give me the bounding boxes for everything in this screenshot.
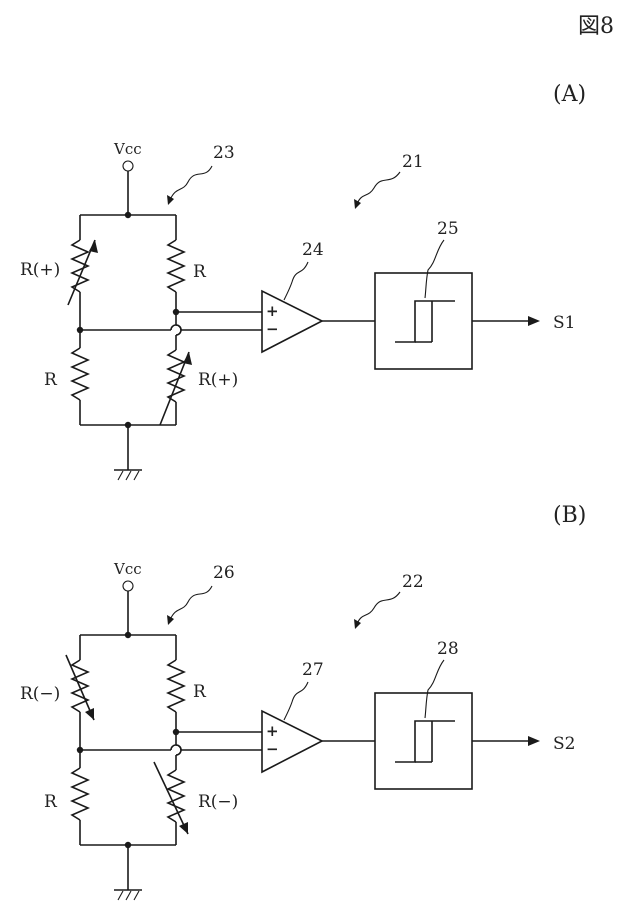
panel-b-resistor-top-right (168, 660, 184, 712)
panel-b-ref-leader-22 (357, 592, 400, 624)
panel-b-ref-leader-26 (170, 586, 212, 620)
panel-b-resistor-bottom-left (72, 768, 88, 820)
panel-b-vcc-terminal (123, 581, 133, 591)
panel-b-comparator-box (375, 693, 472, 789)
panel-b-ref-leader-28 (425, 660, 444, 718)
panel-b-ref-leader-27 (284, 682, 308, 720)
panel-b-hysteresis-icon (395, 721, 455, 762)
panel-b-op-amp (262, 711, 322, 772)
